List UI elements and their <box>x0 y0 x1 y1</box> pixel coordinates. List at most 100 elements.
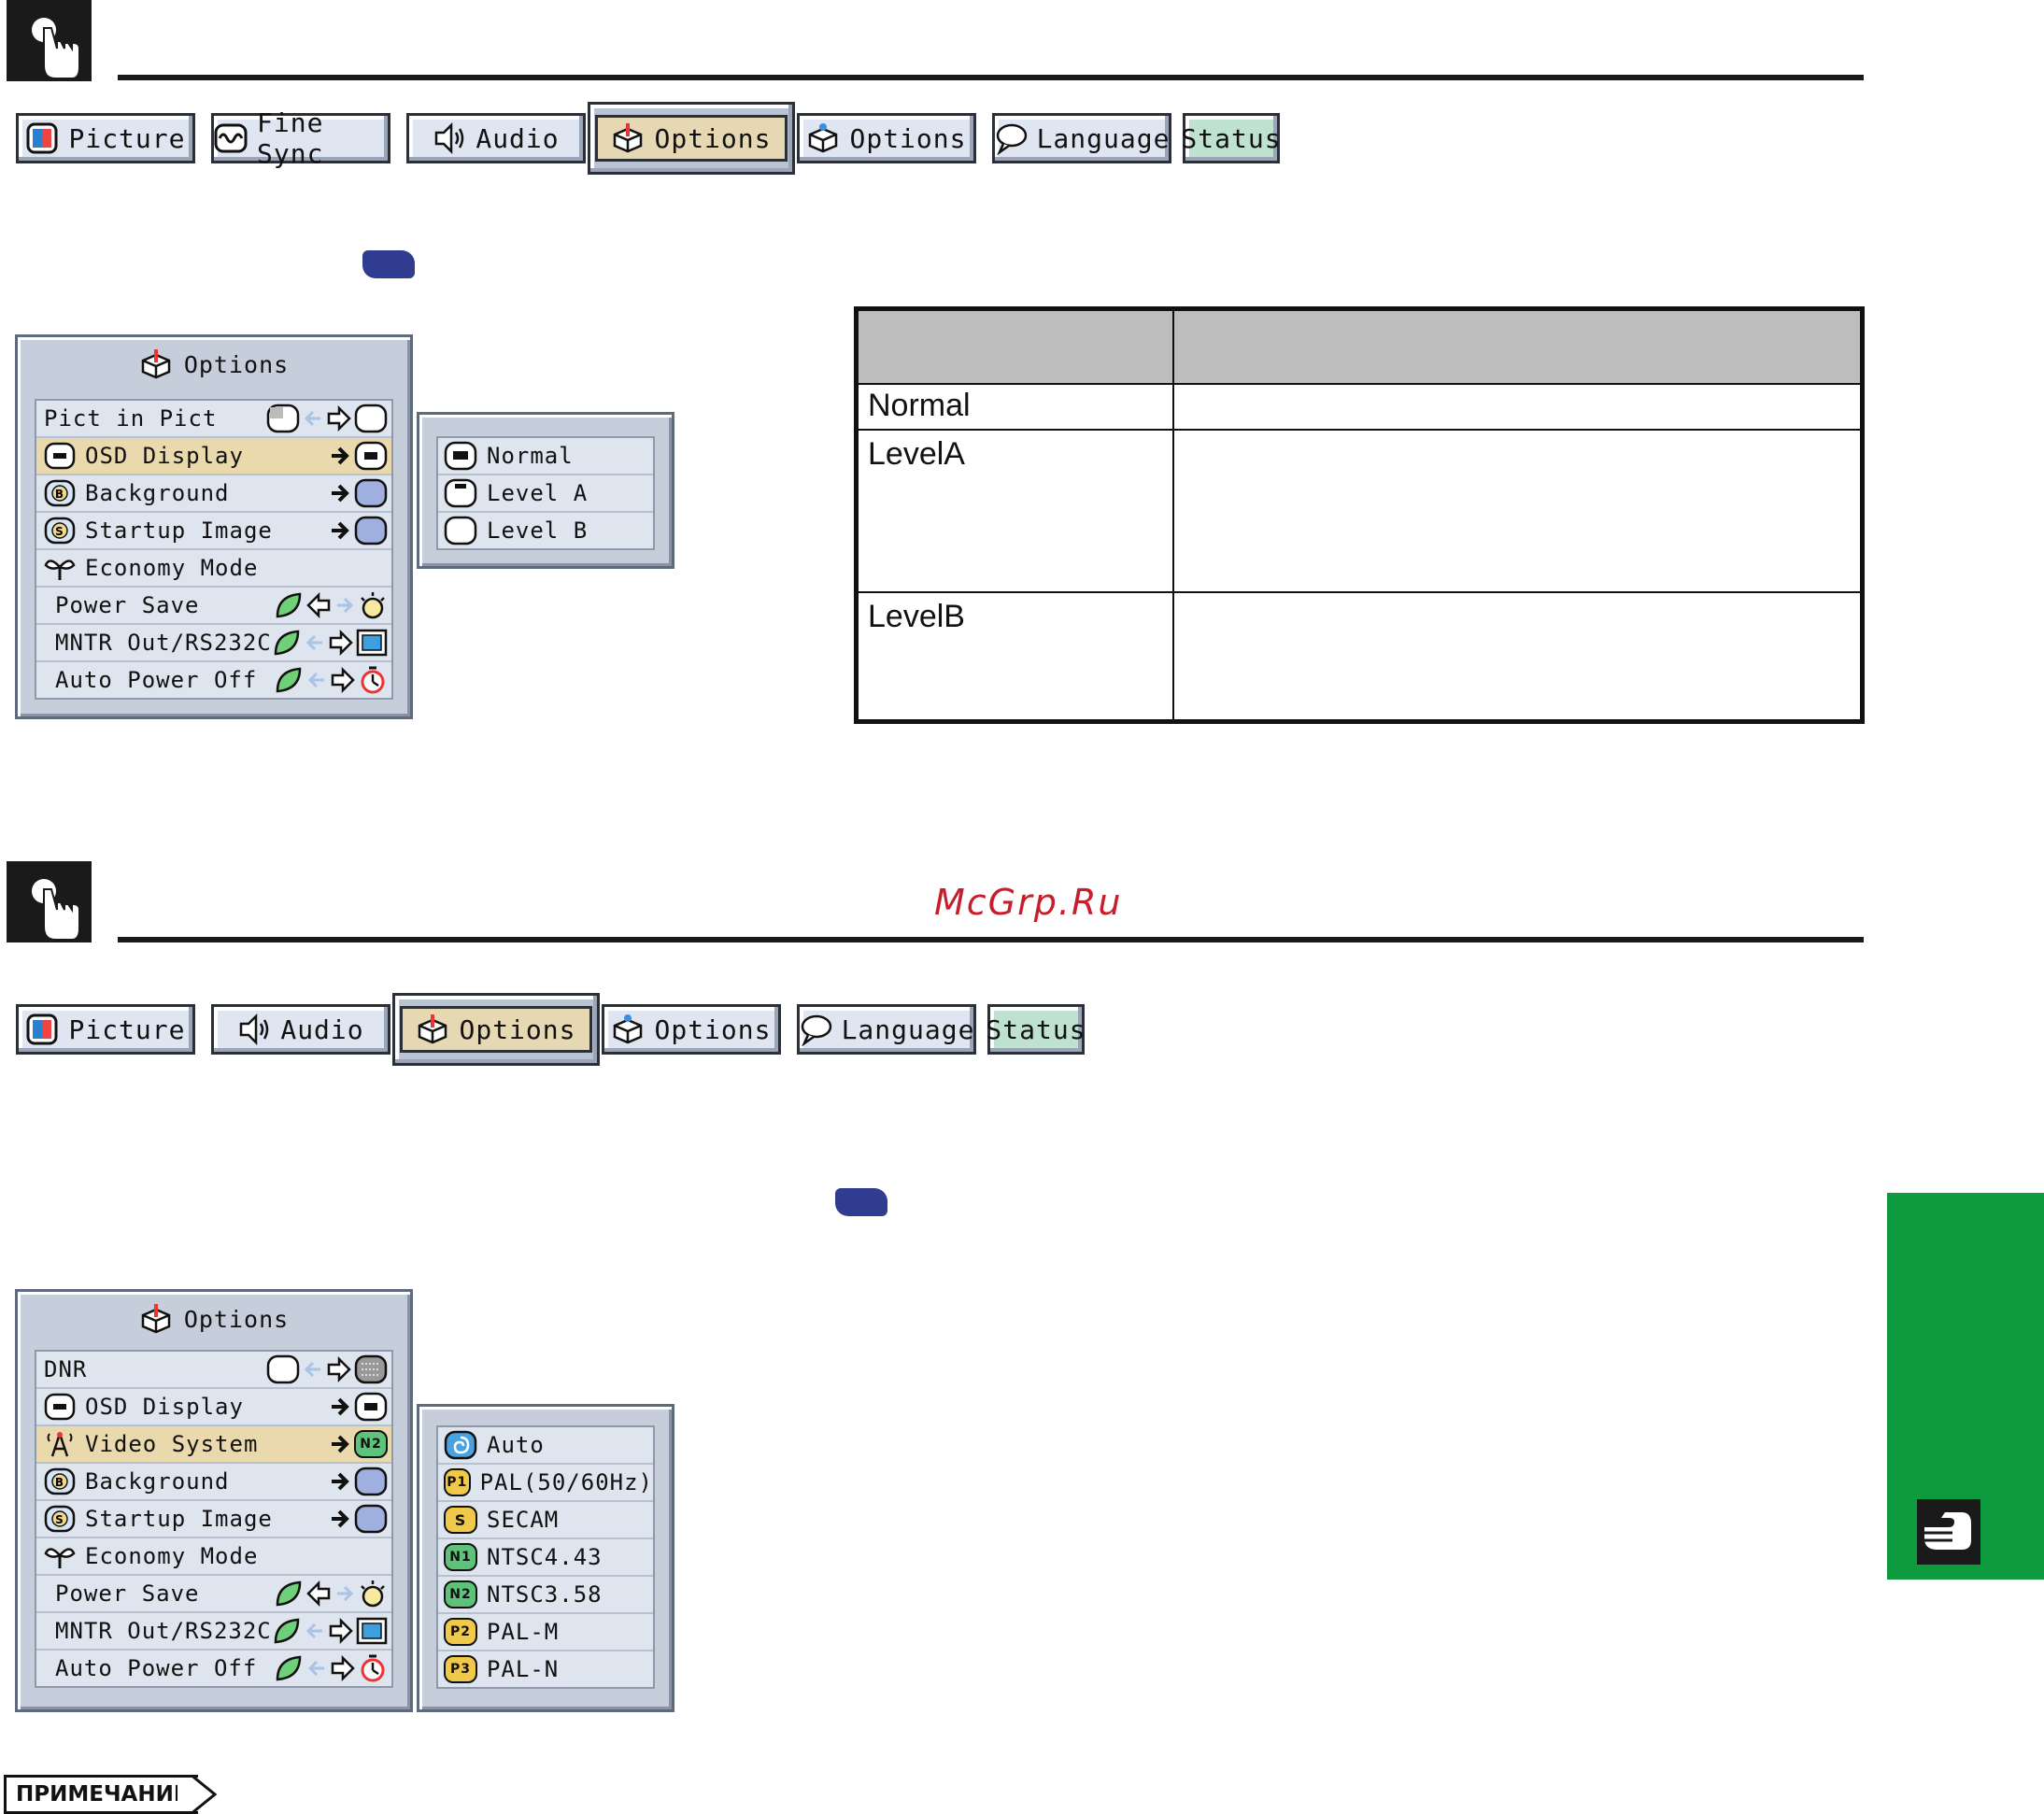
tab-status[interactable]: Status <box>986 1004 1086 1055</box>
noise-screen-icon <box>354 1354 388 1384</box>
submenu-item-ntsc358[interactable]: N2 NTSC3.58 <box>438 1577 653 1614</box>
tab-options-active[interactable]: Options <box>392 993 600 1066</box>
arrow-right-icon <box>177 1775 218 1814</box>
osd-display-icon <box>44 442 76 470</box>
background-b-icon: B <box>44 1467 76 1495</box>
submenu-item-ntsc443[interactable]: N1 NTSC4.43 <box>438 1539 653 1577</box>
osd-item-economy-mode[interactable]: Economy Mode <box>36 1538 391 1576</box>
osd-item-power-save[interactable]: Power Save <box>36 1576 391 1613</box>
startup-s-icon: S <box>44 517 76 545</box>
leaf-icon <box>276 1655 302 1681</box>
submenu-item-level-b[interactable]: Level B <box>438 513 653 548</box>
tab-audio[interactable]: Audio <box>406 113 586 163</box>
arrow-right-icon <box>332 1397 349 1416</box>
osd-display-icon <box>354 441 388 471</box>
auto-swirl-icon <box>444 1430 477 1460</box>
pointing-hand-icon <box>1917 1499 1980 1565</box>
osd-item-startup-image[interactable]: S Startup Image <box>36 1501 391 1538</box>
tab-picture[interactable]: Picture <box>16 1004 195 1055</box>
pointing-hand-icon <box>7 0 92 81</box>
osd-item-background[interactable]: B Background <box>36 1464 391 1501</box>
osd-title: Options <box>18 1292 410 1346</box>
osd-item-auto-power-off[interactable]: Auto Power Off <box>36 662 391 698</box>
osd-item-auto-power-off[interactable]: Auto Power Off <box>36 1651 391 1686</box>
arrow-right-icon <box>332 1509 349 1528</box>
video-system-submenu: Auto P1 PAL(50/60Hz) S SECAM N1 NTSC4.43… <box>417 1404 674 1712</box>
pip-toggle <box>266 404 388 433</box>
pip-icon <box>266 404 300 433</box>
osd-item-mntr-out[interactable]: MNTR Out/RS232C <box>36 625 391 662</box>
arrow-left-icon <box>304 1361 320 1378</box>
fine-sync-icon <box>214 123 248 153</box>
osd-item-pict-in-pict[interactable]: Pict in Pict <box>36 401 391 438</box>
arrow-left-icon <box>307 672 324 688</box>
svg-text:B: B <box>55 1476 64 1489</box>
osd-item-osd-display[interactable]: OSD Display <box>36 438 391 475</box>
tab-label: Picture <box>68 122 186 154</box>
submenu-item-pal[interactable]: P1 PAL(50/60Hz) <box>438 1465 653 1502</box>
arrow-right-icon <box>331 1654 355 1682</box>
submenu-item-secam[interactable]: S SECAM <box>438 1502 653 1539</box>
background-b-icon: B <box>44 479 76 507</box>
arrow-right-icon <box>332 1435 349 1453</box>
monitor-icon <box>356 1617 388 1645</box>
p2-badge-icon: P2 <box>444 1618 477 1646</box>
arrow-right-icon <box>332 1472 349 1491</box>
osd-item-video-system[interactable]: Video System N2 <box>36 1426 391 1464</box>
tab-language[interactable]: Language <box>992 113 1171 163</box>
n2-badge-icon: N2 <box>354 1430 388 1458</box>
leaf-icon <box>276 592 302 618</box>
pointing-hand-icon <box>7 861 92 942</box>
submenu-item-normal[interactable]: Normal <box>438 438 653 475</box>
tab-label: Fine Sync <box>257 107 324 169</box>
tab-options-2[interactable]: Options <box>797 113 976 163</box>
n2-badge-icon: N2 <box>444 1580 477 1609</box>
options2-icon <box>809 123 838 153</box>
osd-item-mntr-out[interactable]: MNTR Out/RS232C <box>36 1613 391 1651</box>
options-icon <box>141 1304 171 1334</box>
tab-options-active[interactable]: Options <box>588 102 795 175</box>
arrow-left-icon <box>305 1623 322 1639</box>
submenu-item-level-a[interactable]: Level A <box>438 475 653 513</box>
osd-item-economy-mode[interactable]: Economy Mode <box>36 550 391 588</box>
osd-level-a-icon <box>444 478 477 508</box>
section-divider <box>118 937 1864 942</box>
leaf-icon <box>274 630 300 656</box>
table-row-label: Normal <box>868 388 971 423</box>
options-icon <box>614 123 643 153</box>
osd-levels-table: Normal LevelA LevelB <box>854 306 1865 724</box>
submenu-item-pal-n[interactable]: P3 PAL-N <box>438 1651 653 1687</box>
tab-options-2[interactable]: Options <box>602 1004 781 1055</box>
tab-language[interactable]: Language <box>797 1004 976 1055</box>
osd-list: DNR OSD Display Video System N2 <box>35 1350 393 1688</box>
tab-fine-sync[interactable]: Fine Sync <box>211 107 390 169</box>
s-badge-icon: S <box>444 1506 477 1534</box>
tab-picture[interactable]: Picture <box>16 113 195 163</box>
submenu-item-pal-m[interactable]: P2 PAL-M <box>438 1614 653 1651</box>
arrow-right-icon <box>337 1585 354 1602</box>
screen-blue-icon <box>354 478 388 508</box>
osd-item-dnr[interactable]: DNR <box>36 1352 391 1389</box>
sprout-icon <box>44 1548 76 1568</box>
arrow-left-icon <box>304 410 320 427</box>
p1-badge-icon: P1 <box>444 1468 471 1496</box>
osd-item-startup-image[interactable]: S Startup Image <box>36 513 391 550</box>
leaf-icon <box>274 1618 300 1644</box>
tab-status[interactable]: Status <box>1181 113 1281 163</box>
submenu-list: Normal Level A Level B <box>436 436 655 550</box>
arrow-right-icon <box>331 666 355 694</box>
osd-item-osd-display[interactable]: OSD Display <box>36 1389 391 1426</box>
tab-audio[interactable]: Audio <box>211 1004 390 1055</box>
tab-label: Language <box>1036 122 1171 154</box>
osd-options-menu-1: Options Pict in Pict OSD Display B Backg… <box>15 334 413 719</box>
table-row-label: LevelA <box>868 436 965 472</box>
leaf-icon <box>276 1580 302 1607</box>
arrow-left-icon <box>305 634 322 651</box>
speaker-icon <box>240 1013 269 1046</box>
submenu-item-auto[interactable]: Auto <box>438 1427 653 1465</box>
arrow-right-icon <box>327 404 351 432</box>
osd-item-background[interactable]: B Background <box>36 475 391 513</box>
lamp-icon <box>361 592 385 619</box>
osd-item-power-save[interactable]: Power Save <box>36 588 391 625</box>
arrow-right-icon <box>329 629 353 657</box>
